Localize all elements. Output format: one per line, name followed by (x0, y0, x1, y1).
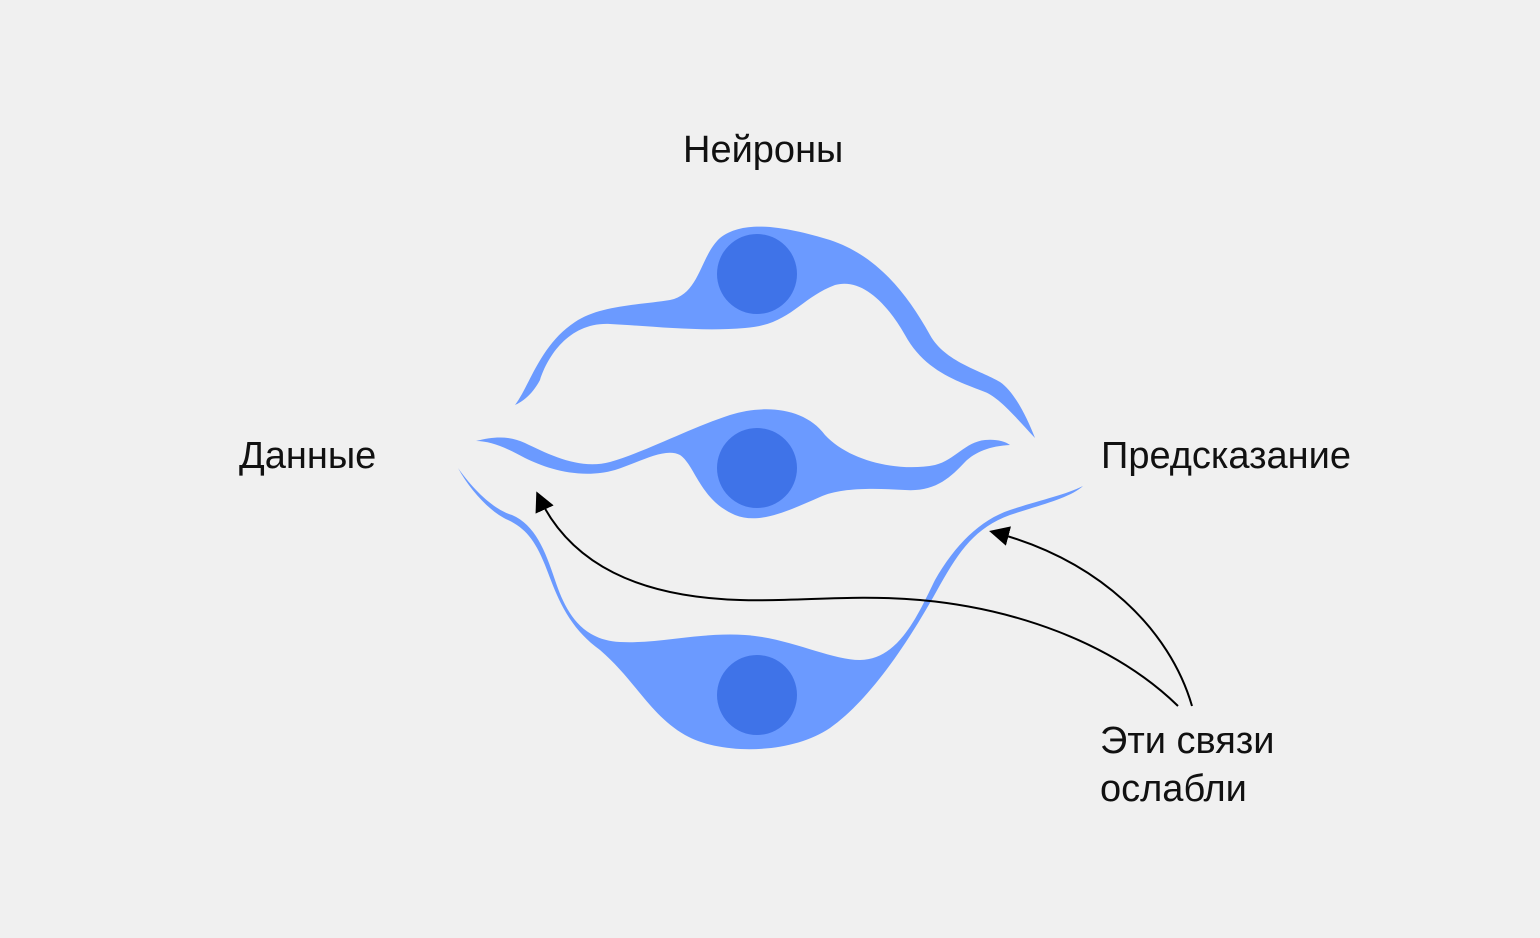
arrow-to-data-connection (535, 491, 1179, 707)
data-label: Данные (239, 435, 377, 477)
neuron-bottom (458, 468, 1083, 750)
weakened-connections-label-line-2: ослабли (1100, 768, 1247, 810)
annotation-arrows (535, 491, 1193, 707)
neuron-middle (476, 409, 1010, 519)
neurons-label: Нейроны (683, 129, 844, 171)
weakened-connections-label-line-1: Эти связи (1100, 720, 1275, 762)
prediction-label: Предсказание (1101, 435, 1351, 477)
neuron-middle-nucleus (717, 428, 797, 508)
arrow-to-prediction-connection (989, 526, 1193, 707)
weakened-connections-label: Эти связи ослабли (1100, 717, 1360, 813)
neuron-top (515, 226, 1035, 438)
neuron-bottom-nucleus (717, 655, 797, 735)
neuron-top-nucleus (717, 234, 797, 314)
